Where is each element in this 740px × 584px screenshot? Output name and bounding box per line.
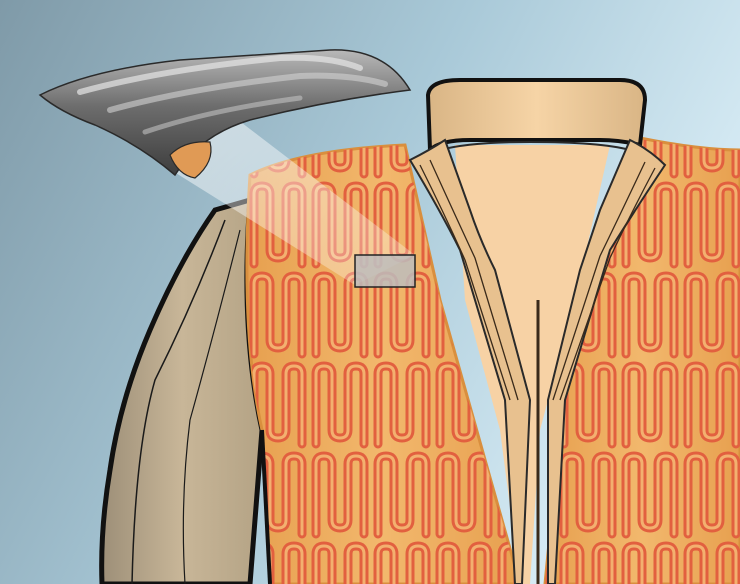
- magnified-area-marker: [355, 255, 415, 287]
- jacket-collar: [428, 80, 645, 150]
